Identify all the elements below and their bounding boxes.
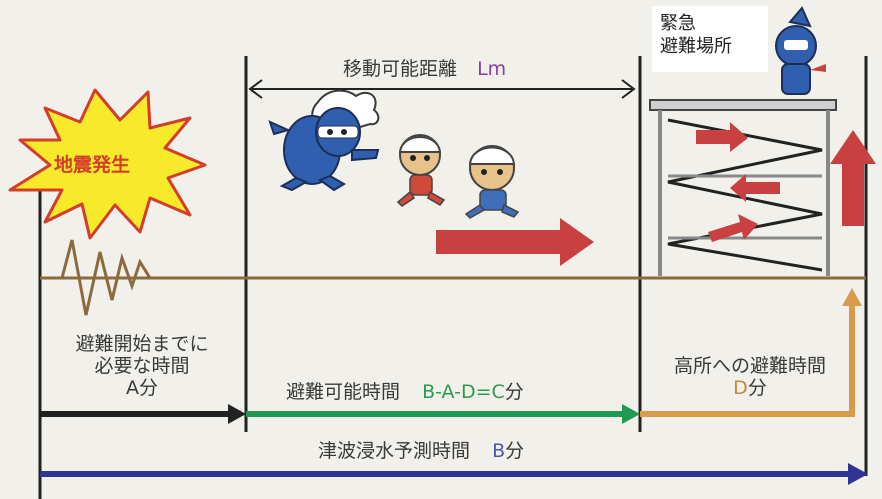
time-d-value: D分	[650, 376, 850, 400]
distance-arrow-right-head	[621, 79, 636, 99]
seismic-wave	[40, 239, 180, 316]
evacuation-site-line1: 緊急	[660, 13, 696, 34]
time-a-unit: 分	[138, 376, 158, 399]
upward-arrow	[830, 130, 876, 226]
arrow-d-rise	[640, 304, 855, 417]
evacuation-tower	[649, 99, 837, 276]
earthquake-starburst	[8, 88, 207, 240]
time-a-label: 避難開始までに 必要な時間 A分	[58, 333, 226, 400]
time-b-label: 津波浸水予測時間 B分	[318, 440, 525, 463]
time-d-label-text: 高所への避難時間	[673, 355, 826, 377]
distance-arrow-left-head	[248, 79, 263, 99]
time-a-value: A分	[58, 376, 226, 400]
time-d-letter: D	[733, 376, 748, 399]
tsunami-monster-character	[268, 89, 380, 192]
time-c-label-text: 避難可能時間	[286, 381, 401, 403]
time-b-label-text: 津波浸水予測時間	[318, 440, 471, 462]
time-c-formula: B-A-D=C	[422, 381, 505, 403]
arrow-d-head	[842, 288, 862, 306]
time-d-label: 高所への避難時間 D分	[650, 355, 850, 400]
arrow-c-head	[622, 404, 640, 424]
time-a-line2: 必要な時間	[94, 354, 190, 377]
distance-label-text: 移動可能距離	[343, 58, 458, 80]
time-c-unit: 分	[504, 381, 524, 403]
child-character-2	[464, 145, 520, 219]
distance-symbol: Lm	[477, 58, 507, 80]
time-b-letter: B	[492, 440, 506, 462]
movement-arrow	[436, 218, 594, 266]
time-c-label: 避難可能時間 B-A-D=C分	[286, 381, 524, 404]
time-a-line1: 避難開始までに	[75, 333, 209, 355]
mascot-character	[775, 6, 826, 95]
earthquake-label: 地震発生	[54, 153, 130, 176]
time-b-unit: 分	[505, 440, 525, 462]
child-character-1	[396, 134, 446, 207]
arrow-b-head	[848, 463, 868, 485]
distance-label: 移動可能距離 Lm	[343, 58, 507, 81]
time-d-unit: 分	[747, 376, 767, 399]
arrow-a-head	[228, 404, 246, 424]
evacuation-site-line2: 避難場所	[660, 36, 732, 58]
time-a-letter: A	[125, 376, 139, 399]
evacuation-site-label: 緊急 避難場所	[652, 6, 768, 72]
